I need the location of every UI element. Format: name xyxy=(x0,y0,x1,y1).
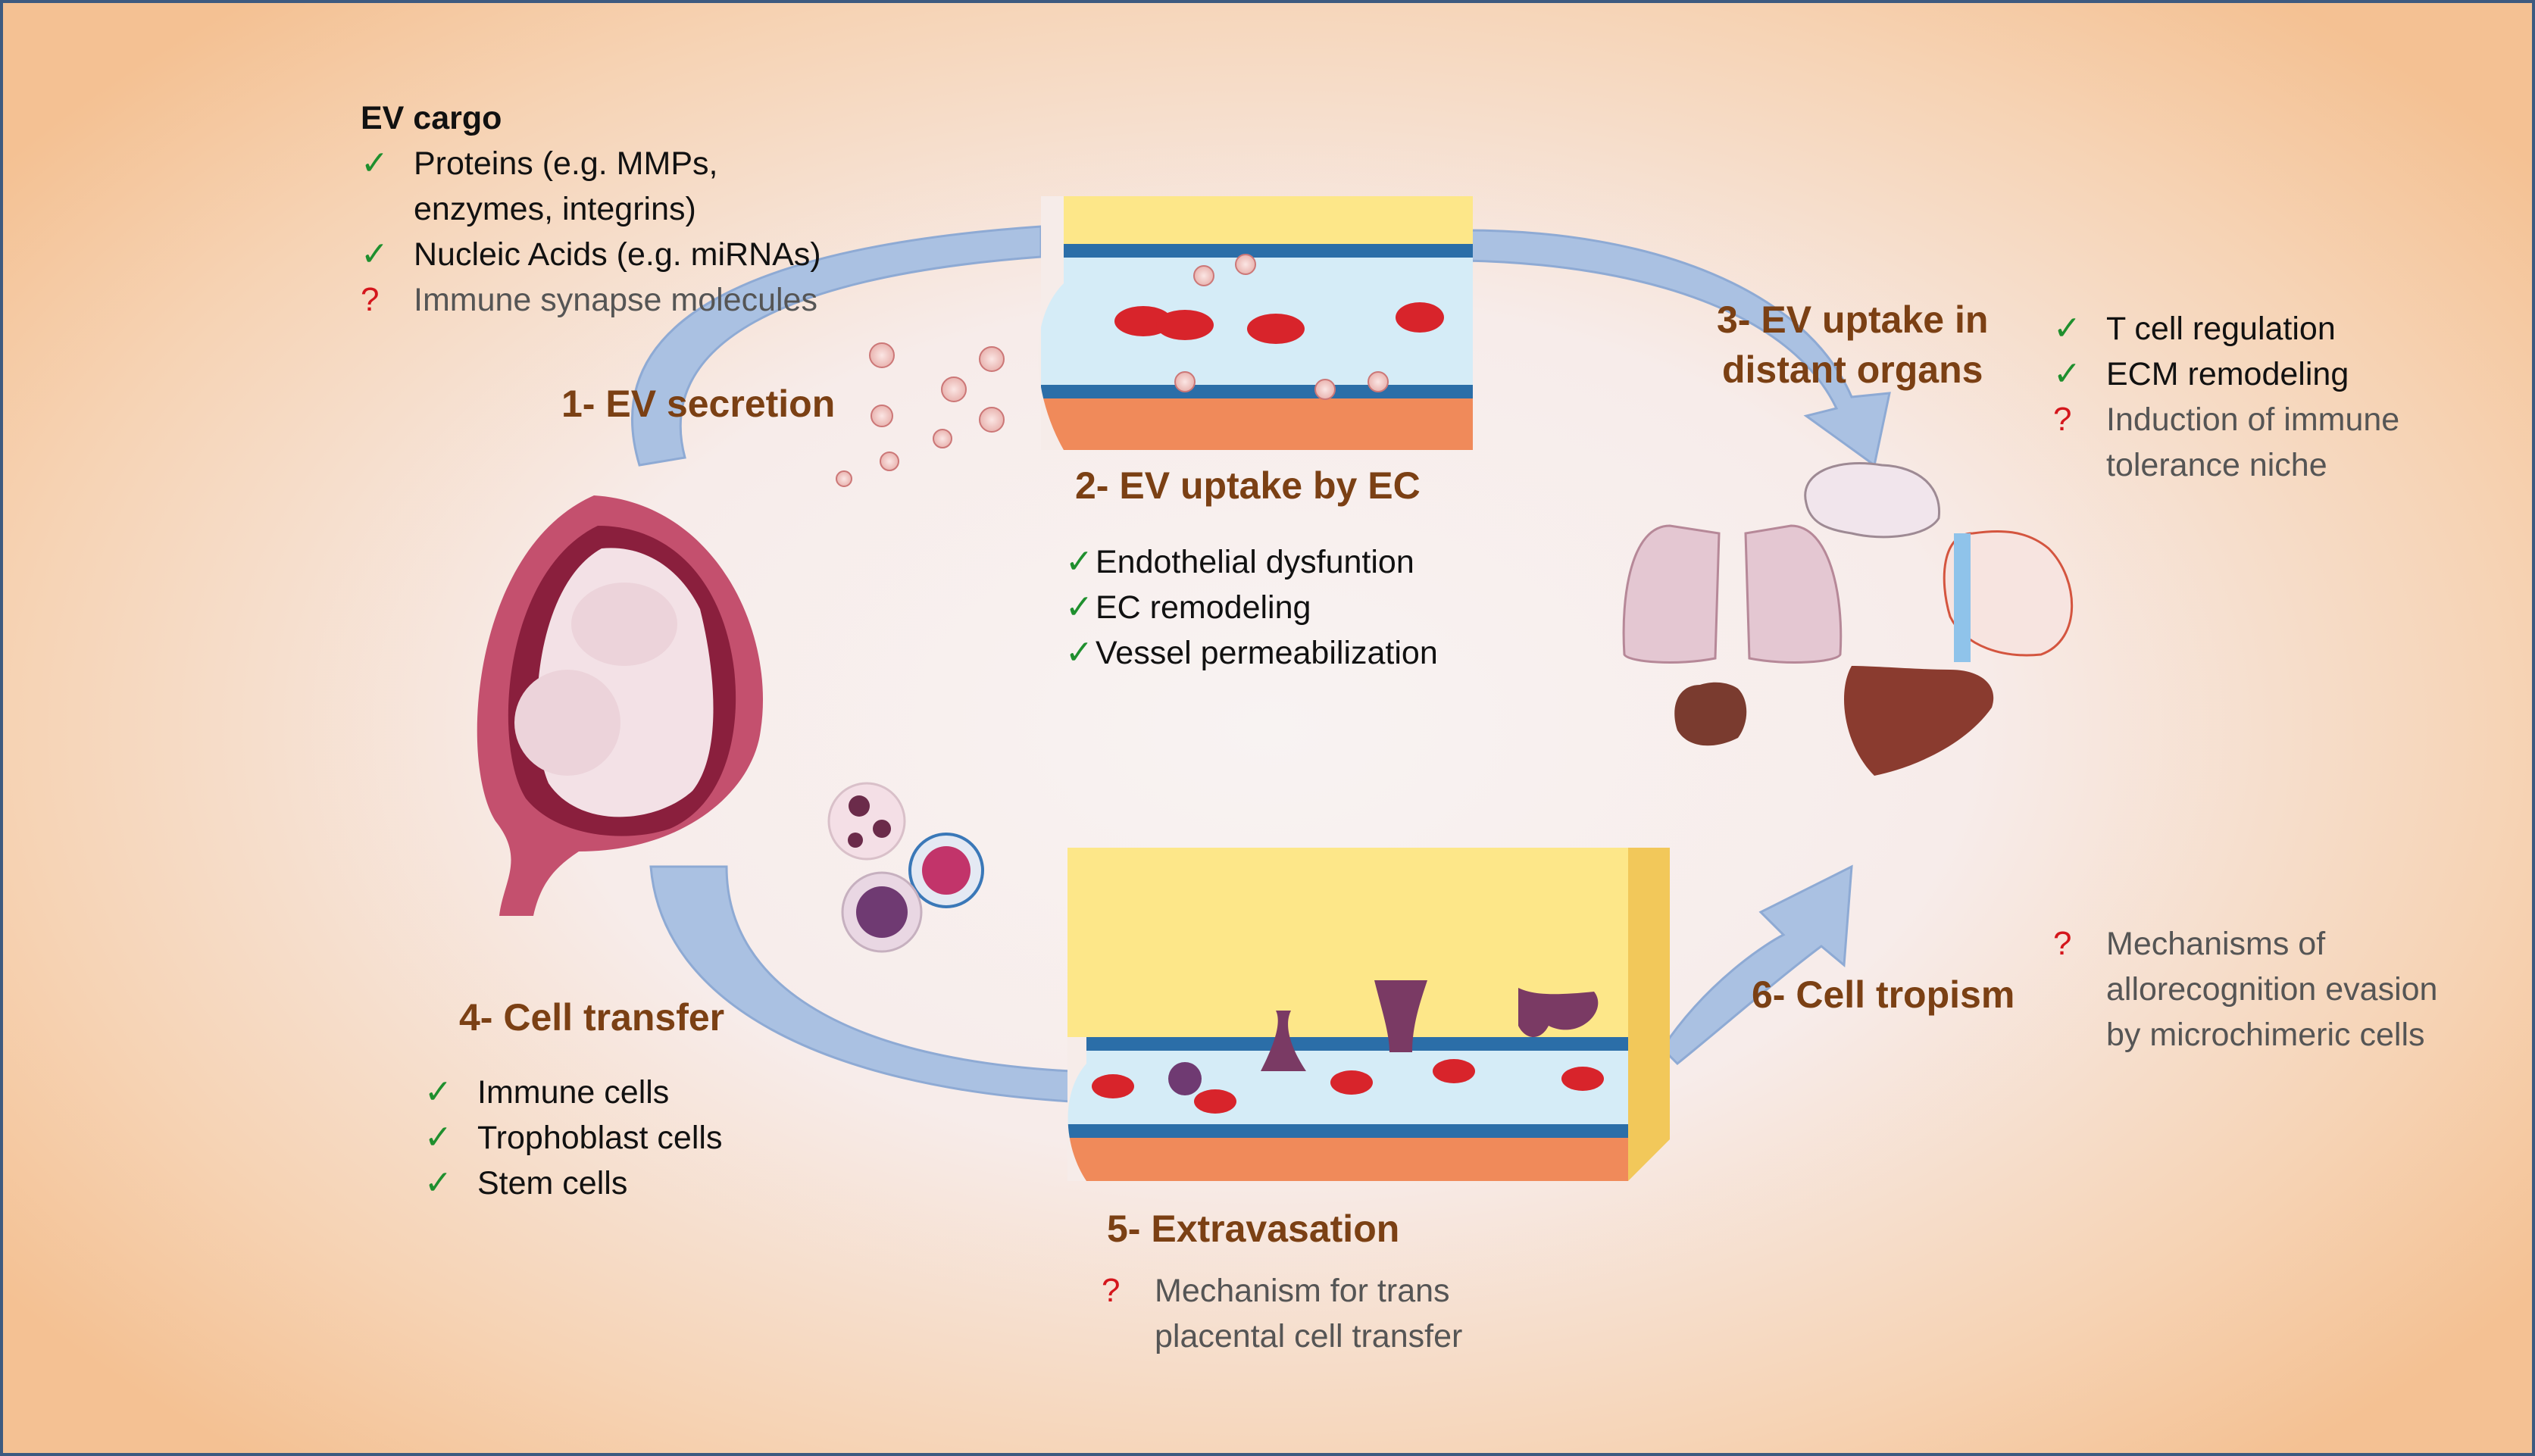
flow-arrow-icon xyxy=(631,225,1042,467)
step-3-title-line: distant organs xyxy=(1721,348,1983,391)
ev-cargo-item-label: Nucleic Acids (e.g. miRNAs) xyxy=(414,236,821,273)
flow-arrow-icon xyxy=(631,225,1891,1103)
ev-cargo-item: ✓ Proteins (e.g. MMPs, xyxy=(361,141,821,186)
step-6-item: allorecognition evasion xyxy=(2106,971,2438,1008)
step-2-item: EC remodeling xyxy=(1096,589,1311,626)
ev-cargo-panel: EV cargo ✓ Proteins (e.g. MMPs, enzymes,… xyxy=(361,95,821,323)
step-1-title: 1- EV secretion xyxy=(561,383,836,425)
step-3-list: ✓ T cell regulation ✓ ECM remodeling ? Indu… xyxy=(2053,306,2399,488)
ev-cargo-item-label: enzymes, integrins) xyxy=(414,191,696,227)
step-6-title: 6- Cell tropism xyxy=(1752,973,2015,1016)
question-icon: ? xyxy=(2053,925,2072,962)
step-5-item: Mechanism for trans xyxy=(1155,1273,1450,1309)
question-icon: ? xyxy=(2053,401,2072,438)
step-3-item: T cell regulation xyxy=(2106,311,2336,347)
step-6-list: ? Mechanisms of allorecognition evasion b… xyxy=(2053,921,2437,1058)
step-4-item: Stem cells xyxy=(477,1165,628,1201)
diagram-artwork xyxy=(477,196,2074,1181)
immune-cell-icon xyxy=(827,782,984,953)
ev-cargo-item-label: Immune synapse molecules xyxy=(414,282,817,318)
step-4-list: ✓ Immune cells ✓ Trophoblast cells ✓ Stem c… xyxy=(424,1070,722,1206)
ev-cargo-heading: EV cargo xyxy=(361,100,502,136)
step-2-item: Vessel permeabilization xyxy=(1096,635,1438,671)
heart-icon xyxy=(1943,530,2074,657)
step-4-item: Trophoblast cells xyxy=(477,1120,723,1156)
step-2-list: ✓Endothelial dysfuntion ✓EC remodeling ✓… xyxy=(1065,539,1438,676)
liver-icon xyxy=(1844,666,1994,776)
ev-cargo-item-label: Proteins (e.g. MMPs, xyxy=(414,145,718,182)
step-6-item: Mechanisms of xyxy=(2106,926,2326,962)
check-icon: ✓ xyxy=(361,236,389,273)
step-5-item: placental cell transfer xyxy=(1155,1318,1463,1354)
check-icon: ✓ xyxy=(1065,589,1093,626)
uterus-fetus-icon xyxy=(477,495,764,916)
step-3-title-line: 3- EV uptake in xyxy=(1717,298,1989,341)
check-icon: ✓ xyxy=(1065,634,1093,671)
step-5-title: 5- Extravasation xyxy=(1107,1208,1400,1250)
step-3-title: 3- EV uptake in distant organs xyxy=(1717,295,1988,395)
step-3-item: ECM remodeling xyxy=(2106,356,2349,392)
step-3-item: tolerance niche xyxy=(2106,447,2327,483)
check-icon: ✓ xyxy=(361,145,389,182)
kidney-icon xyxy=(1674,682,1747,746)
ev-cargo-item: ? Immune synapse molecules xyxy=(361,277,821,323)
brain-icon xyxy=(1804,461,1941,539)
step-3-item: Induction of immune xyxy=(2106,401,2400,438)
step-4-title: 4- Cell transfer xyxy=(459,996,725,1039)
flow-arrow-icon xyxy=(1464,229,1891,467)
check-icon: ✓ xyxy=(424,1119,452,1156)
extracellular-vesicle-icon xyxy=(836,254,1389,487)
extravasation-vessel-icon xyxy=(1067,848,1670,1181)
step-2-title: 2- EV uptake by EC xyxy=(1075,464,1421,507)
organs-icon xyxy=(1622,461,2074,776)
ev-cargo-item: ✓ Nucleic Acids (e.g. miRNAs) xyxy=(361,232,821,277)
check-icon: ✓ xyxy=(424,1073,452,1111)
step-5-list: ? Mechanism for trans placental cell tran… xyxy=(1102,1268,1462,1359)
question-icon: ? xyxy=(361,281,380,318)
check-icon: ✓ xyxy=(2053,355,2081,392)
step-2-item: Endothelial dysfuntion xyxy=(1096,544,1414,580)
step-4-item: Immune cells xyxy=(477,1074,670,1111)
check-icon: ✓ xyxy=(424,1164,452,1201)
flow-arrow-icon xyxy=(1661,864,1853,1066)
lungs-icon xyxy=(1622,524,1843,664)
step-6-item: by microchimeric cells xyxy=(2106,1017,2425,1053)
check-icon: ✓ xyxy=(1065,543,1093,580)
blood-vessel-icon xyxy=(1038,196,1473,450)
question-icon: ? xyxy=(1102,1272,1121,1309)
check-icon: ✓ xyxy=(2053,310,2081,347)
